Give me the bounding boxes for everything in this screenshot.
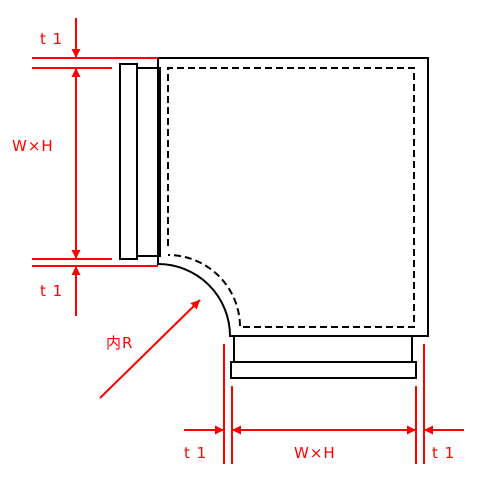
elbow-body xyxy=(157,57,429,337)
label-mid-thickness: t 1 xyxy=(40,282,63,300)
inner-dashed-line xyxy=(167,67,415,328)
label-inner-radius: 内R xyxy=(106,334,133,352)
left-flange xyxy=(119,63,138,260)
dimension-lines xyxy=(32,18,464,464)
bottom-flange xyxy=(230,361,417,379)
dimension-labels: t 1 W×H t 1 内R t 1 W×H t 1 xyxy=(12,30,455,462)
arrow-inner-radius xyxy=(99,299,201,399)
label-top-thickness: t 1 xyxy=(40,30,63,48)
bottom-collar xyxy=(233,335,413,363)
duct-outline xyxy=(119,57,429,379)
label-left-size: W×H xyxy=(12,137,54,155)
label-bottom-right-thickness: t 1 xyxy=(432,444,455,462)
label-bottom-size: W×H xyxy=(294,444,336,462)
left-collar xyxy=(136,67,161,257)
label-bottom-left-thickness: t 1 xyxy=(184,444,207,462)
